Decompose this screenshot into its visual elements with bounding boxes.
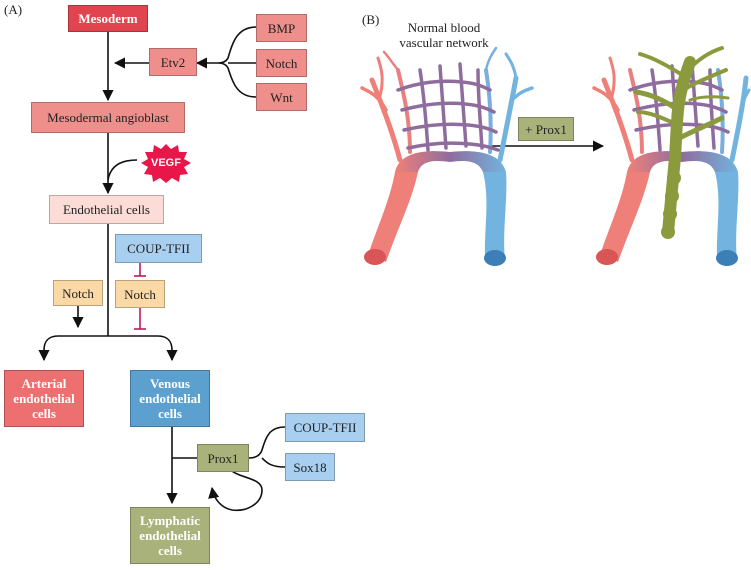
node-sox18: Sox18 bbox=[285, 453, 335, 481]
node-lymphatic-endothelial-cells: Lymphatic endothelial cells bbox=[130, 507, 210, 564]
panel-a-inhibitions bbox=[134, 263, 146, 330]
brace-coup-sox18 bbox=[248, 426, 286, 468]
node-coup-tfii-lower: COUP-TFII bbox=[285, 413, 365, 442]
panel-b-label: (B) bbox=[362, 12, 380, 27]
prox1-arrow-label: + Prox1 bbox=[518, 117, 574, 141]
node-arterial-endothelial-cells: Arterial endothelial cells bbox=[4, 370, 84, 427]
node-notch-top: Notch bbox=[256, 49, 307, 77]
split-right bbox=[108, 335, 178, 362]
node-mesodermal-angioblast: Mesodermal angioblast bbox=[31, 102, 185, 133]
vegf-burst bbox=[141, 144, 191, 183]
node-coup-tfii-upper: COUP-TFII bbox=[115, 234, 202, 263]
node-bmp: BMP bbox=[256, 14, 307, 42]
node-venous-endothelial-cells: Venous endothelial cells bbox=[130, 370, 210, 427]
panel-b-title: Normal blood vascular network bbox=[399, 20, 489, 50]
node-notch-middle: Notch bbox=[115, 280, 165, 308]
normal-vascular-network bbox=[360, 46, 534, 266]
brace-bmp-notch-wnt bbox=[217, 26, 257, 98]
node-endothelial-cells: Endothelial cells bbox=[49, 195, 164, 224]
lymphatic-vessel-bulges bbox=[661, 171, 681, 239]
label-vegf: VEGF bbox=[151, 157, 181, 169]
node-notch-left: Notch bbox=[53, 280, 103, 306]
vegf-hook bbox=[107, 159, 138, 181]
prox1-self-loop bbox=[208, 470, 263, 512]
node-mesoderm: Mesoderm bbox=[68, 5, 148, 32]
split-left bbox=[38, 335, 108, 362]
node-prox1: Prox1 bbox=[197, 444, 249, 472]
prox1-vascular-network bbox=[592, 46, 751, 266]
node-wnt: Wnt bbox=[256, 83, 307, 111]
panel-a-label: (A) bbox=[4, 2, 23, 17]
panel-a-connectors bbox=[38, 26, 286, 512]
node-etv2: Etv2 bbox=[149, 48, 197, 76]
